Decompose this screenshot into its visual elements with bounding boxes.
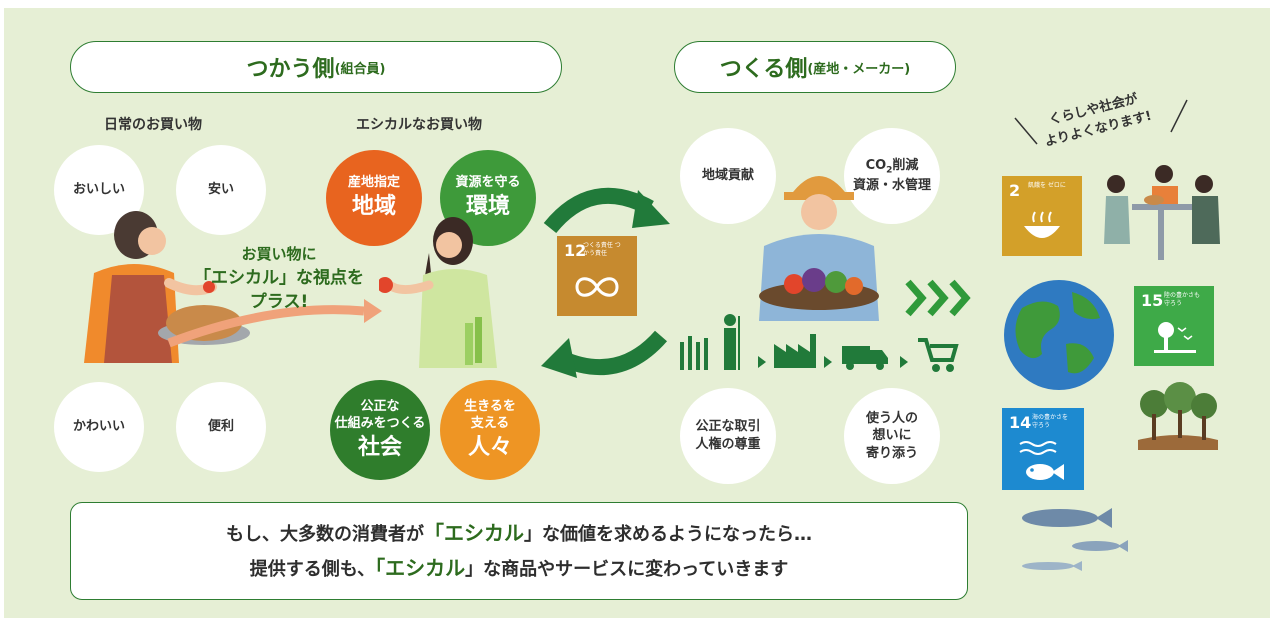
supply-chain-row bbox=[680, 314, 959, 372]
producer-side-header: つくる側(産地・メーカー) bbox=[674, 41, 956, 93]
diagram-canvas: つかう側(組合員) つくる側(産地・メーカー) 日常のお買い物 エシカルなお買い… bbox=[4, 8, 1270, 618]
producer-circle-co2: CO2削減 資源・水管理 bbox=[844, 128, 940, 224]
cycle-arrow-top bbox=[543, 187, 670, 234]
producer-circle-empathy: 使う人の 想いに 寄り添う bbox=[844, 388, 940, 484]
fish-illustration bbox=[1022, 508, 1128, 571]
plus-arrow bbox=[167, 299, 382, 348]
ethical-shopper-illustration bbox=[379, 217, 497, 368]
banner-line-2: 提供する側も、「エシカル」な商品やサービスに変わっていきます bbox=[249, 556, 789, 580]
sdg15-badge: 15 陸の豊かさも 守ろう bbox=[1134, 286, 1214, 366]
daily-circle-convenient: 便利 bbox=[176, 382, 266, 472]
globe-illustration bbox=[1004, 280, 1114, 390]
sdg14-badge: 14 海の豊かさを 守ろう bbox=[1002, 408, 1084, 490]
sdg2-badge: 2 飢餓を ゼロに bbox=[1002, 176, 1082, 256]
tagline-strokes bbox=[1014, 99, 1188, 145]
daily-circle-cheap: 安い bbox=[176, 145, 266, 235]
bottom-message-banner: もし、大多数の消費者が「エシカル」な価値を求めるようになったら… 提供する側も、… bbox=[70, 502, 968, 600]
ethical-circle-region: 産地指定 地域 bbox=[326, 150, 422, 246]
producer-circle-community: 地域貢献 bbox=[680, 128, 776, 224]
banner-line-1: もし、大多数の消費者が「エシカル」な価値を求めるようになったら… bbox=[226, 521, 812, 546]
farmer-illustration bbox=[759, 176, 879, 321]
shopper-woman-illustration bbox=[84, 211, 250, 363]
forward-chevrons-icon bbox=[905, 279, 971, 317]
ethical-circle-environment: 資源を守る 環境 bbox=[440, 150, 536, 246]
sdg12-badge: 12 つくる責任 つかう責任 bbox=[557, 236, 637, 316]
daily-circle-cute: かわいい bbox=[54, 382, 144, 472]
ethical-circle-people: 生きるを 支える 人々 bbox=[440, 380, 540, 480]
cycle-arrow-bottom bbox=[541, 330, 668, 378]
daily-circle-tasty: おいしい bbox=[54, 145, 144, 235]
ethical-circle-society: 公正な 仕組みをつくる 社会 bbox=[330, 380, 430, 480]
fish-waves-icon bbox=[1019, 441, 1064, 480]
producer-circle-fair-trade: 公正な取引 人権の尊重 bbox=[680, 388, 776, 484]
forest-illustration bbox=[1138, 382, 1218, 450]
consumer-side-header: つかう側(組合員) bbox=[70, 41, 562, 93]
tree-bird-icon bbox=[1154, 322, 1196, 353]
family-dining-illustration bbox=[1104, 165, 1220, 260]
infinity-icon bbox=[575, 277, 619, 297]
ethical-shopping-heading: エシカルなお買い物 bbox=[356, 117, 482, 133]
plus-message: お買い物に 「エシカル」な視点を プラス! bbox=[194, 245, 364, 313]
bowl-icon bbox=[1024, 211, 1060, 238]
daily-shopping-heading: 日常のお買い物 bbox=[104, 117, 202, 133]
